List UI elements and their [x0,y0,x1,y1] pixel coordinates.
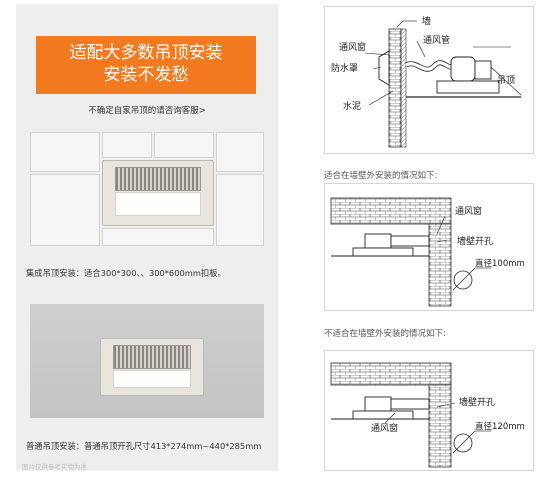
heater-grill [113,345,191,369]
cement-label: 水泥 [343,100,361,112]
heater-light-panel [113,370,191,388]
ordinary-ceiling-photo [30,304,264,418]
suitable-install-diagram-svg: 通风窗 墙壁开孔 直径100mm [330,197,525,307]
heater-body [436,80,500,94]
ceiling-tile [154,132,214,158]
unsuitable-install-diagram-svg: 墙壁开孔 通风窗 直径120mm [330,362,525,468]
vent-duct [390,398,430,410]
ordinary-ceiling-caption: 普通吊顶安装：普通吊顶开孔尺寸413*274mm~440*285mm [26,441,262,451]
brick-ceiling-slab [330,197,452,225]
suitable-install-diagram: 通风窗 墙壁开孔 直径100mm [324,183,534,311]
bath-heater-unit [100,338,204,396]
fan-motor [364,396,392,412]
brick-ceiling-slab [330,362,452,386]
disclaimer-note: 图片仅供参考实物为准 [22,463,87,471]
hole-diameter-circle [453,270,473,290]
banner-title-line2: 安装不发愁 [103,65,189,85]
integrated-ceiling-caption: 集成吊顶安装：适合300*300、、300*600mm扣板。 [26,268,226,278]
ceiling-label: 吊顶 [497,75,515,86]
ceiling-tile [30,174,100,246]
wall-label: 墙 [422,15,431,27]
unsuitable-case-title: 不适合在墙壁外安装的情况如下: [324,329,446,339]
diameter-label: 直径120mm [475,421,525,432]
brick-wall [428,223,452,307]
ceiling-tile [30,132,100,172]
wall-hole-label: 墙壁开孔 [457,235,493,247]
vent-duct [405,61,459,71]
fan-motor [450,56,476,82]
vent-duct-label: 通风管 [423,34,450,46]
vent-window-label: 通风窗 [339,41,366,53]
wall-hole-label: 墙壁开孔 [459,396,495,408]
diameter-label: 直径100mm [475,258,525,269]
suitable-case-title: 适合在墙壁外安装的情况如下: [324,171,438,181]
banner-title-line1: 适配大多数吊顶安装 [69,43,223,63]
ceiling-tile [102,228,214,246]
integrated-ceiling-photo [30,132,264,246]
waterproof-hood-label: 防水罩 [331,62,358,74]
consult-link[interactable]: 不确定自家吊顶的请咨询客服> [88,106,206,116]
ceiling-tile [216,174,264,246]
installation-diagram: 墙 通风窗 通风管 防水罩 吊顶 水泥 [324,6,534,154]
vent-window-label: 通风窗 [371,422,398,434]
brick-wall [428,384,452,468]
installation-diagram-svg: 墙 通风窗 通风管 防水罩 吊顶 水泥 [331,15,522,148]
promo-banner: 适配大多数吊顶安装 安装不发愁 [36,36,256,94]
product-panel: 适配大多数吊顶安装 安装不发愁 不确定自家吊顶的请咨询客服> 集成吊顶安装：适合… [16,4,278,471]
heater-grill [115,167,201,191]
hole-diameter-circle [453,433,473,453]
ceiling-tile [102,132,152,158]
fan-motor [364,233,392,249]
brick-wall [388,28,402,148]
heater-body [352,247,414,257]
cement-layer [400,28,407,148]
waterproof-hood [378,50,390,86]
ceiling-tile [216,132,264,172]
vent-duct [390,235,430,247]
heater-light-panel [115,192,201,216]
vent-window-label: 通风窗 [455,205,482,217]
heater-body [352,410,414,420]
unsuitable-install-diagram: 墙壁开孔 通风窗 直径120mm [324,350,534,471]
bath-heater-unit [102,160,214,226]
